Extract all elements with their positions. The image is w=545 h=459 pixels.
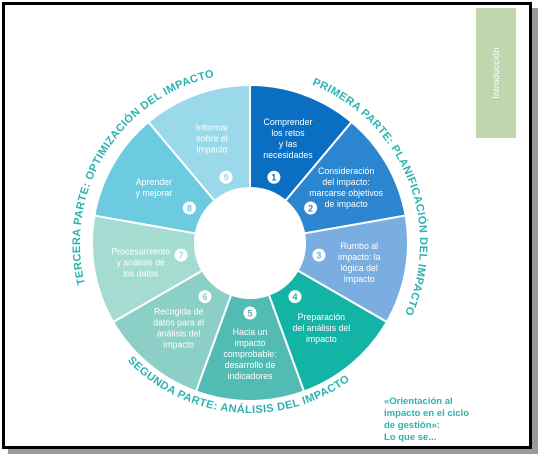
segment-label-line: marcarse objetivos bbox=[309, 188, 383, 198]
quote-line: Lo que se... bbox=[384, 432, 437, 443]
frame-shadow-right bbox=[532, 8, 538, 452]
frame-shadow-bottom bbox=[8, 449, 538, 454]
segment-label-line: Procesamiento bbox=[111, 246, 170, 256]
segment-number-badge bbox=[267, 170, 281, 184]
segment-label-line: datos para el bbox=[153, 318, 204, 328]
segment-number-badge bbox=[198, 290, 212, 304]
segment-number-badge bbox=[182, 201, 196, 215]
quote-line: impacto en el ciclo bbox=[384, 408, 469, 419]
segment-label-line: Hacia un bbox=[233, 327, 268, 337]
segment-label-line: sobre el bbox=[196, 134, 227, 144]
segment-label-line: Preparación bbox=[298, 312, 346, 322]
segment-label-line: y análisis de bbox=[116, 257, 165, 267]
segment-label-line: los datos bbox=[123, 268, 159, 278]
segment-label-line: impacto bbox=[163, 340, 194, 350]
segment-label-line: análisis del bbox=[157, 329, 201, 339]
segment-label-line: Comprender bbox=[264, 117, 313, 127]
segment-label-line: impacto bbox=[306, 334, 337, 344]
segment-number: 9 bbox=[224, 173, 229, 183]
segment-label-line: del impacto: bbox=[322, 177, 369, 187]
segment-label-line: del análisis del bbox=[292, 323, 350, 333]
segment-label-line: Consideración bbox=[318, 166, 374, 176]
segment-number-badge bbox=[174, 248, 188, 262]
segment-number: 7 bbox=[179, 251, 184, 261]
segment-number-badge bbox=[312, 248, 326, 262]
segment-number: 6 bbox=[202, 292, 207, 302]
segment-label-line: Informar bbox=[196, 123, 229, 133]
segment-label-line: y las bbox=[279, 139, 298, 149]
segment-number: 5 bbox=[247, 309, 252, 319]
center-hole bbox=[195, 188, 305, 298]
segment-label-line: impacto bbox=[197, 145, 228, 155]
segment-number: 1 bbox=[271, 173, 276, 183]
segment-label-line: indicadores bbox=[228, 371, 274, 381]
side-tab-introduccion[interactable]: Introducción bbox=[476, 8, 516, 138]
segment-label-line: los retos bbox=[271, 128, 305, 138]
segment-number-badge bbox=[243, 306, 257, 320]
quote-line: de gestión»: bbox=[384, 420, 440, 431]
segment-label-line: Rumbo al bbox=[340, 241, 378, 251]
segment-number-badge bbox=[219, 170, 233, 184]
segment-number-badge bbox=[288, 290, 302, 304]
quote-line: «Orientación al bbox=[384, 396, 453, 407]
segment-label-line: necesidades bbox=[263, 150, 313, 160]
segment-number: 4 bbox=[292, 292, 297, 302]
segment-label-line: desarrollo de bbox=[225, 360, 276, 370]
segment-number-badge bbox=[304, 201, 318, 215]
segment-label-line: impacto bbox=[344, 274, 375, 284]
segment-number: 3 bbox=[316, 251, 321, 261]
segment-label-line: Aprender bbox=[136, 177, 172, 187]
segment-label-line: impacto bbox=[235, 338, 266, 348]
segment-label-line: lógica del bbox=[341, 263, 378, 273]
segment-label-line: impacto: la bbox=[338, 252, 381, 262]
segment-label-line: y mejorar bbox=[136, 188, 173, 198]
segment-label-line: Recogida de bbox=[154, 307, 204, 317]
segment-number: 8 bbox=[187, 204, 192, 214]
segment-label-line: de impacto bbox=[325, 199, 368, 209]
segment-number: 2 bbox=[308, 204, 313, 214]
segment-label-line: comprobable: bbox=[223, 349, 276, 359]
